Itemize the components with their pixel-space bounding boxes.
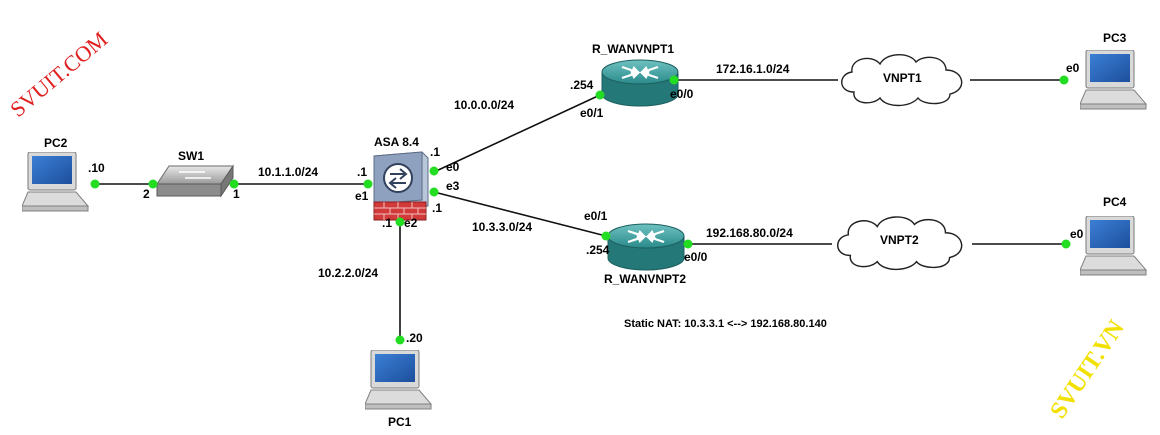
- asa-e3-ip: .1: [432, 201, 442, 215]
- port-dot: [1059, 75, 1069, 85]
- sw1-port-1: 1: [233, 187, 240, 201]
- label-asa: ASA 8.4: [374, 135, 419, 149]
- port-dot: [683, 239, 693, 249]
- pc2-ip: .10: [88, 161, 105, 175]
- port-dot: [595, 90, 605, 100]
- r1-e0-0: e0/0: [670, 87, 694, 101]
- label-pc3: PC3: [1103, 31, 1127, 45]
- pc1[interactable]: [365, 350, 432, 410]
- asa-e1-ip: .1: [357, 165, 367, 179]
- port-dot: [148, 179, 158, 189]
- router-r-wanvnpt2[interactable]: [606, 222, 686, 272]
- label-r-wanvnpt2: R_WANVNPT2: [604, 272, 686, 286]
- port-dot: [363, 179, 373, 189]
- r2-ip: .254: [586, 243, 610, 257]
- link-asa-r1: [433, 94, 601, 173]
- label-pc4: PC4: [1103, 195, 1127, 209]
- network-10-0-0-0: 10.0.0.0/24: [454, 98, 514, 112]
- pc3-e0: e0: [1066, 61, 1080, 75]
- port-dot: [669, 75, 679, 85]
- port-dot: [429, 166, 439, 176]
- asa-e0-ip: .1: [430, 145, 440, 159]
- link-asa-r2: [433, 191, 607, 237]
- network-172-16-1-0: 172.16.1.0/24: [716, 62, 790, 76]
- asa-e0-port: e0: [446, 160, 460, 174]
- r1-ip: .254: [570, 78, 594, 92]
- asa-e1-port: e1: [355, 189, 369, 203]
- port-dot: [1061, 239, 1071, 249]
- port-dot: [429, 187, 439, 197]
- static-nat-note: Static NAT: 10.3.3.1 <--> 192.168.80.140: [624, 318, 827, 330]
- r2-e0-1: e0/1: [584, 209, 608, 223]
- label-vnpt2: VNPT2: [880, 233, 919, 247]
- label-r-wanvnpt1: R_WANVNPT1: [592, 42, 674, 56]
- network-10-3-3-0: 10.3.3.0/24: [472, 220, 532, 234]
- label-pc2: PC2: [44, 136, 68, 150]
- label-vnpt1: VNPT1: [883, 71, 922, 85]
- port-dot: [395, 335, 405, 345]
- pc4-e0: e0: [1070, 227, 1084, 241]
- network-192-168-80-0: 192.168.80.0/24: [706, 226, 793, 240]
- port-dot: [601, 231, 611, 241]
- pc2[interactable]: [22, 152, 89, 212]
- label-pc1: PC1: [388, 415, 412, 429]
- pc4[interactable]: [1080, 216, 1147, 276]
- port-dot: [90, 179, 100, 189]
- sw1[interactable]: [156, 165, 234, 197]
- port-dots: [90, 75, 1071, 345]
- network-10-1-1-0: 10.1.1.0/24: [258, 165, 318, 179]
- r2-e0-0: e0/0: [684, 250, 708, 264]
- asa-e2-port: e2: [404, 216, 418, 230]
- asa-firewall[interactable]: [373, 151, 429, 221]
- watermark-top-left: SVUIT.COM: [5, 26, 112, 121]
- watermark-bottom-right: SVUIT.VN: [1045, 315, 1130, 423]
- label-sw1: SW1: [178, 149, 204, 163]
- r1-e0-1: e0/1: [580, 106, 604, 120]
- router-r-wanvnpt1[interactable]: [600, 58, 680, 108]
- network-10-2-2-0: 10.2.2.0/24: [318, 266, 378, 280]
- port-dot: [395, 217, 405, 227]
- asa-e3-port: e3: [446, 179, 460, 193]
- pc3[interactable]: [1080, 50, 1147, 110]
- port-dot: [229, 179, 239, 189]
- sw1-port-2: 2: [143, 187, 150, 201]
- asa-e2-ip: .1: [382, 216, 392, 230]
- links: [95, 79, 1066, 340]
- pc1-ip: .20: [406, 331, 423, 345]
